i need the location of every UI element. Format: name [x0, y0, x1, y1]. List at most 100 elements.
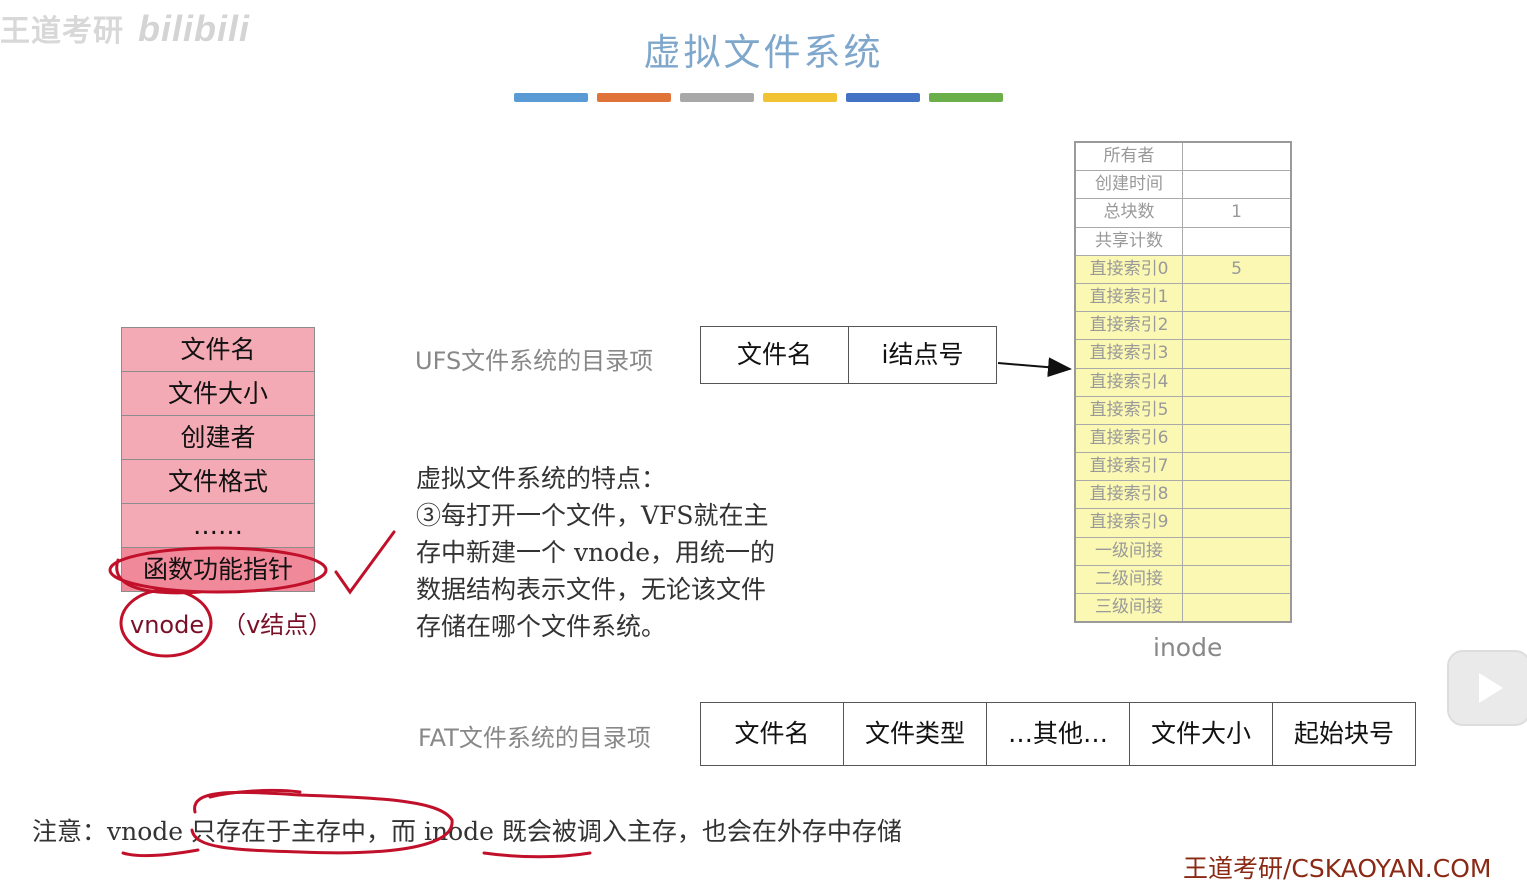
ufs-entry: 文件名 i结点号	[700, 326, 997, 384]
features-text: 虚拟文件系统的特点： ③每打开一个文件，VFS就在主 存中新建一个 vnode，…	[416, 460, 866, 645]
inode-field-value	[1183, 481, 1290, 508]
accent-bar	[514, 93, 588, 102]
inode-field-value	[1183, 171, 1290, 198]
features-line: 存中新建一个 vnode，用统一的	[416, 538, 776, 567]
vnode-structure: 文件名 文件大小 创建者 文件格式 …… 函数功能指针	[121, 327, 315, 592]
inode-field-value	[1183, 566, 1290, 593]
inode-row: 直接索引2	[1076, 312, 1290, 341]
inode-field-value	[1183, 425, 1290, 452]
inode-field-name: 三级间接	[1076, 594, 1183, 622]
inode-field-value	[1183, 312, 1290, 339]
inode-field-name: 直接索引6	[1076, 424, 1183, 453]
inode-row: 直接索引4	[1076, 368, 1290, 397]
inode-field-name: 一级间接	[1076, 537, 1183, 565]
inode-field-value	[1183, 453, 1290, 480]
fat-cell: …其他…	[986, 703, 1129, 765]
accent-bar	[846, 93, 920, 102]
fat-cell: 文件大小	[1129, 703, 1272, 765]
slide-title: 虚拟文件系统	[643, 31, 884, 74]
bilibili-logo: bilibili	[138, 8, 250, 49]
vnode-caption-paren: （v结点）	[222, 611, 333, 639]
watermark: 王道考研 bilibili	[0, 6, 250, 50]
inode-field-name: 直接索引2	[1076, 312, 1183, 340]
fat-cell: 起始块号	[1272, 703, 1415, 765]
inode-field-name: 直接索引4	[1076, 368, 1183, 396]
ink-stroke	[208, 788, 302, 799]
ink-checkmark	[334, 530, 396, 595]
inode-field-value: 1	[1231, 202, 1242, 223]
inode-field-name: 直接索引0	[1076, 255, 1183, 283]
inode-field-value	[1183, 509, 1290, 536]
inode-field-name: 直接索引1	[1076, 283, 1183, 312]
inode-field-value	[1183, 143, 1290, 170]
accent-bar	[597, 93, 671, 102]
inode-field-name: 直接索引7	[1076, 453, 1183, 481]
inode-field-name: 直接索引5	[1076, 396, 1183, 424]
ufs-cell: i结点号	[848, 327, 996, 383]
vnode-field: ……	[121, 503, 315, 547]
inode-row: 三级间接	[1076, 594, 1290, 622]
inode-row: 二级间接	[1076, 565, 1290, 594]
inode-row: 直接索引9	[1076, 509, 1290, 538]
vnode-caption: vnode （v结点）	[130, 605, 332, 640]
fat-cell: 文件名	[734, 719, 810, 748]
inode-field-name: 直接索引3	[1076, 340, 1183, 368]
footer-brand: 王道考研/CSKAOYAN.COM	[1183, 854, 1492, 883]
accent-bar	[680, 93, 754, 102]
vnode-field: 文件格式	[121, 459, 315, 503]
inode-row: 直接索引6	[1076, 424, 1290, 454]
fat-cell: 文件类型	[843, 703, 986, 765]
ink-underline-vnode	[121, 848, 200, 858]
inode-row: 直接索引1	[1076, 283, 1290, 313]
inode-field-value: 5	[1231, 258, 1242, 279]
inode-row: 一级间接	[1076, 537, 1290, 566]
inode-field-value	[1183, 228, 1290, 255]
inode-row: 直接索引0 5	[1076, 255, 1290, 284]
inode-field-name: 直接索引9	[1076, 509, 1183, 537]
inode-row: 直接索引7	[1076, 453, 1290, 482]
inode-field-name: 所有者	[1076, 143, 1183, 171]
vnode-field: 文件大小	[121, 371, 315, 415]
watermark-text: 王道考研	[0, 14, 124, 49]
ufs-label: UFS文件系统的目录项	[415, 347, 654, 375]
inode-field-name: 总块数	[1076, 199, 1183, 227]
inode-field-value	[1183, 369, 1290, 396]
inode-row: 共享计数	[1076, 227, 1290, 256]
inode-row: 所有者	[1076, 143, 1290, 172]
inode-field-value	[1183, 594, 1290, 621]
inode-row: 总块数 1	[1076, 199, 1290, 228]
play-button[interactable]	[1447, 650, 1527, 726]
fat-label: FAT文件系统的目录项	[418, 724, 651, 752]
inode-field-value	[1183, 538, 1290, 565]
accent-bars	[514, 93, 1003, 102]
accent-bar	[929, 93, 1003, 102]
vnode-field: 创建者	[121, 415, 315, 459]
accent-bar	[763, 93, 837, 102]
vnode-caption-main: vnode	[130, 611, 205, 639]
inode-field-name: 共享计数	[1076, 227, 1183, 255]
features-line: 存储在哪个文件系统。	[416, 612, 667, 641]
inode-row: 直接索引3	[1076, 340, 1290, 369]
ufs-cell: 文件名	[736, 340, 812, 369]
inode-field-value	[1183, 284, 1290, 311]
inode-field-name: 创建时间	[1076, 171, 1183, 199]
fat-entry: 文件名 文件类型 …其他… 文件大小 起始块号	[700, 702, 1416, 766]
inode-row: 创建时间	[1076, 171, 1290, 200]
features-line: ③每打开一个文件，VFS就在主	[416, 501, 769, 530]
features-line: 数据结构表示文件，无论该文件	[416, 575, 767, 604]
inode-field-value	[1183, 340, 1290, 367]
features-line: 虚拟文件系统的特点：	[416, 464, 667, 493]
inode-row: 直接索引8	[1076, 481, 1290, 510]
inode-field-value	[1183, 397, 1290, 424]
vnode-field: 文件名	[121, 327, 315, 371]
inode-caption: inode	[1153, 633, 1223, 662]
inode-row: 直接索引5	[1076, 396, 1290, 425]
vnode-field-function-pointer: 函数功能指针	[121, 547, 315, 592]
play-icon	[1479, 673, 1503, 703]
inode-field-name: 直接索引8	[1076, 481, 1183, 509]
ink-underline-inode	[482, 851, 592, 859]
inode-field-name: 二级间接	[1076, 565, 1183, 593]
arrow-to-inode	[997, 357, 1072, 378]
note-text: 注意：vnode 只存在于主存中，而 inode 既会被调入主存，也会在外存中存…	[32, 817, 902, 846]
